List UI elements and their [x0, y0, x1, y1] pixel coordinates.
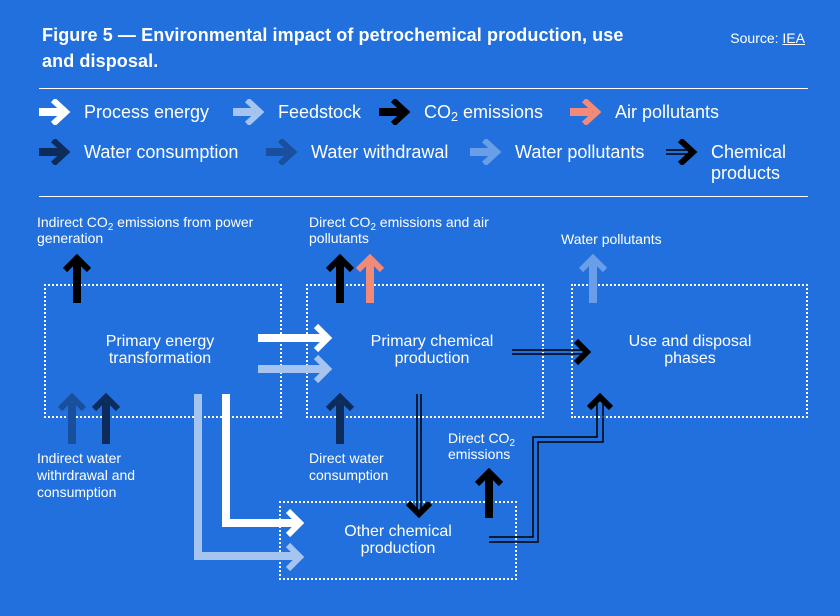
- label-text: pollutants: [309, 230, 369, 246]
- label-indirect-water: Indirect water withrdrawal and consumpti…: [37, 450, 177, 501]
- label-direct-co2-air: Direct CO2 emissions and air pollutants: [309, 214, 549, 246]
- label-sub: 2: [509, 438, 515, 449]
- label-text: emissions and air: [375, 214, 489, 230]
- legend-label-post: emissions: [458, 102, 544, 122]
- legend-label: Feedstock: [278, 102, 362, 122]
- node-label-use-disposal: Use and disposal phases: [590, 333, 790, 367]
- legend-item-process-energy: Process energy: [39, 99, 210, 125]
- node-label-other-chemical: Other chemical production: [298, 523, 498, 557]
- label-direct-water: Direct water consumption: [309, 450, 449, 484]
- arrow-right-icon: [233, 99, 265, 125]
- node-other-chemical-production: [279, 501, 517, 580]
- arrow-up-direct-co2-other: [474, 467, 504, 518]
- arrow-process-energy-to-primary-chemical: [258, 323, 333, 353]
- label-text: Direct CO: [309, 214, 371, 230]
- figure-title: Figure 5 — Environmental impact of petro…: [42, 25, 624, 71]
- node-label-primary-chemical: Primary chemical production: [332, 333, 532, 367]
- arrow-up-direct-co2: [325, 253, 355, 303]
- arrow-chemical-products-to-other-chemical: [405, 394, 433, 519]
- arrow-right-icon: [379, 99, 411, 125]
- arrow-up-indirect-co2: [62, 253, 92, 303]
- label-text: consumption: [309, 467, 389, 483]
- node-label-line2: production: [360, 540, 436, 557]
- legend-label: Water consumption: [84, 142, 239, 162]
- arrow-right-icon: [470, 139, 502, 165]
- legend-item-co2-emissions: CO2 emissions: [379, 99, 543, 125]
- arrow-right-icon: [266, 139, 298, 165]
- source-credit: Source: IEA: [730, 30, 805, 46]
- legend-item-water-withdrawal: Water withdrawal: [266, 139, 449, 165]
- legend-label: Process energy: [84, 102, 210, 122]
- arrow-chemical-products-to-use-disposal-from-other: [489, 392, 614, 543]
- legend-item-feedstock: Feedstock: [233, 99, 362, 125]
- legend-label-line1: Chemical: [711, 142, 787, 162]
- label-sub: 2: [370, 222, 376, 233]
- legend-item-water-pollutants: Water pollutants: [470, 139, 645, 165]
- arrow-right-icon: [39, 99, 71, 125]
- arrow-feedstock-to-primary-chemical: [258, 354, 333, 384]
- double-arrow-right-icon: [666, 139, 698, 165]
- node-label-line1: Other chemical: [344, 523, 452, 540]
- label-indirect-co2: Indirect CO2 emissions from power genera…: [37, 214, 297, 246]
- node-primary-energy-transformation: [44, 284, 282, 418]
- node-use-and-disposal: [571, 284, 808, 418]
- divider-top: [39, 88, 808, 89]
- arrow-chemical-products-to-use-disposal: [512, 338, 592, 366]
- node-primary-chemical-production: [306, 284, 544, 418]
- label-text: consumption: [37, 484, 117, 500]
- node-label-line1: Primary chemical: [370, 333, 494, 350]
- label-sub: 2: [107, 222, 114, 233]
- label-text: withrdrawal and: [37, 467, 136, 483]
- node-label-line1: Use and disposal: [628, 333, 752, 350]
- legend-label: CO2 emissions: [424, 102, 543, 123]
- arrow-up-indirect-water-withdrawal: [57, 392, 87, 444]
- source-label: Source:: [730, 30, 779, 46]
- divider-legend: [39, 196, 808, 197]
- legend-label-line2: products: [711, 163, 781, 183]
- arrow-up-indirect-water-consumption: [91, 392, 121, 444]
- legend-item-water-consumption: Water consumption: [39, 139, 239, 165]
- node-label-primary-energy: Primary energy transformation: [60, 333, 260, 367]
- arrow-feedstock-to-other-chemical: [194, 394, 305, 572]
- node-label-line2: production: [394, 350, 470, 367]
- label-water-pollutants: Water pollutants: [561, 231, 662, 247]
- legend-label: Air pollutants: [615, 102, 720, 122]
- legend-item-air-pollutants: Air pollutants: [570, 99, 720, 125]
- label-text: Direct water: [309, 450, 384, 466]
- label-text: Indirect water: [37, 450, 122, 466]
- legend-label: Water pollutants: [515, 142, 645, 162]
- arrow-right-icon: [39, 139, 71, 165]
- label-text: generation: [37, 230, 104, 246]
- legend-label: Water withdrawal: [311, 142, 449, 162]
- node-label-line2: transformation: [108, 350, 212, 367]
- label-text: emissions: [448, 446, 511, 462]
- arrow-up-air-pollutants: [355, 253, 385, 303]
- legend-label-sub: 2: [451, 110, 459, 124]
- legend-label-pre: CO: [424, 102, 451, 122]
- arrow-up-water-pollutants: [578, 253, 608, 303]
- label-text: Direct CO: [448, 430, 510, 446]
- label-text: emissions from power: [113, 214, 254, 230]
- node-label-line1: Primary energy: [105, 333, 215, 350]
- arrow-right-icon: [570, 99, 602, 125]
- node-label-line2: phases: [664, 350, 716, 367]
- source-link[interactable]: IEA: [782, 30, 805, 46]
- arrow-up-direct-water: [325, 392, 355, 444]
- label-text: Indirect CO: [37, 214, 108, 230]
- arrow-process-energy-to-other-chemical: [222, 394, 305, 538]
- label-direct-co2: Direct CO2 emissions: [448, 430, 558, 462]
